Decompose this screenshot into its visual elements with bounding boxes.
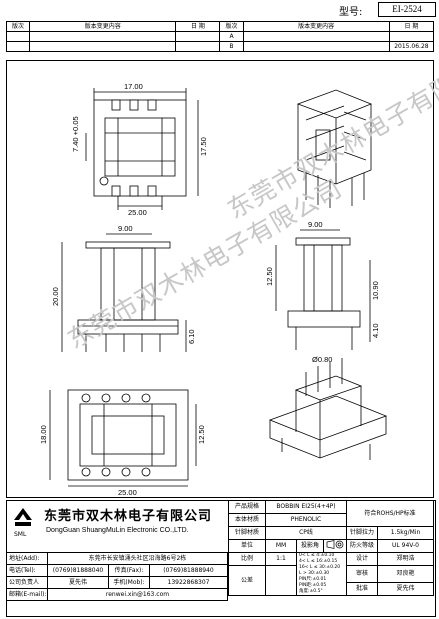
tolerance-label: 公差 [228, 565, 266, 596]
fax-label: 传真(Fax): [108, 564, 150, 577]
spec-table: 产品规格 BOBBIN EI25(4+4P) 符合ROHS/HP标准 本体材质 … [228, 500, 434, 596]
tolerance-block: 0< L ≤ 4:±0.10 4< L ≤ 16:±0.15 16< L ≤ 3… [296, 552, 347, 596]
dim-bottom-left: 18.00 [39, 425, 48, 444]
rev-col-date: 日 期 [175, 21, 221, 32]
pin-material-label: 针脚材质 [228, 526, 266, 540]
tol-line: 4< L ≤ 16:±0.15 [299, 559, 338, 564]
technical-drawing: 17.00 7.40 +0.05 17.50 25.00 9.00 20.00 … [39, 82, 388, 496]
tol-line: 0< L ≤ 4:±0.10 [299, 553, 335, 559]
rev-col-content: 版本变更内容 [242, 21, 390, 32]
dim-side-right: 10.90 [371, 281, 380, 300]
material-label: 本体材质 [228, 513, 266, 527]
dim-bottom-total: 25.00 [118, 488, 137, 496]
product-value: BOBBIN EI25(4+4P) [265, 500, 347, 514]
mobile-label: 手机(Mob): [108, 576, 150, 589]
dim-bottom-width: 25.00 [128, 208, 147, 217]
product-label: 产品规格 [228, 500, 266, 514]
dim-side-pin: Ø0.80 [312, 355, 332, 364]
flame-label: 防火等级 [346, 539, 378, 553]
logo-icon [14, 508, 32, 526]
tel-value: (0769)81888040 [47, 564, 109, 577]
rohs-value: 符合ROHS/HP标准 [346, 500, 434, 527]
check-label: 审核 [346, 565, 378, 583]
rev-col-version: 版次 [5, 21, 31, 32]
iso-view-bottom [268, 358, 388, 460]
material-value: PHENOLIC [265, 513, 347, 527]
front-view [61, 233, 187, 352]
pull-label: 针脚拉力 [346, 526, 378, 540]
design-label: 设计 [346, 552, 378, 566]
pin-tol-line: PIN尺:±0.01 [299, 577, 327, 582]
logo-text: SML [14, 531, 27, 538]
dim-left-height: 7.40 +0.05 [71, 116, 80, 152]
model-label: 型号: [339, 7, 363, 18]
dim-front-pin: 6.10 [187, 329, 196, 344]
rev-col-content: 版本变更内容 [29, 21, 177, 32]
projection-label: 投影角 [296, 539, 324, 553]
address-value: 东莞市长安镇涌头社区沿海路6号2栋 [47, 552, 228, 565]
dim-side-top: 9.00 [308, 220, 323, 229]
contact-table: 地址(Add): 东莞市长安镇涌头社区沿海路6号2栋 电话(Tel): (076… [6, 552, 228, 601]
dim-right-height: 17.50 [199, 137, 208, 156]
approve-value: 夏先伟 [377, 582, 434, 596]
mobile-value: 13922868307 [149, 576, 228, 589]
unit-value: MM [265, 539, 297, 553]
scale-value: 1:1 [265, 552, 297, 566]
pin-material-value: CP线 [265, 526, 347, 540]
bottom-view [49, 389, 197, 487]
fax-value: (0769)81888940 [149, 564, 228, 577]
pin-tol-line: 角度:±0.5° [299, 589, 323, 594]
revision-table: 版次 版本变更内容 日 期 版次 版本变更内容 日 期 A B 2015.06.… [5, 21, 435, 52]
dim-bottom-right: 12.50 [197, 425, 206, 444]
scale-label: 比例 [228, 552, 266, 566]
dim-top-width: 17.00 [124, 82, 143, 91]
top-view [85, 88, 199, 210]
tol-line: L > 30:±0.30 [299, 571, 330, 576]
email-label: 邮箱(E-mail): [6, 588, 48, 601]
check-value: 邓良艳 [377, 565, 434, 583]
pin-tol-line: PIN距:±0.05 [299, 583, 327, 588]
projection-symbol [323, 539, 347, 553]
company-name-en: DongGuan ShuangMuLin Electronic CO.,LTD. [46, 527, 189, 534]
design-value: 郑明浩 [377, 552, 434, 566]
company-logo [10, 506, 36, 532]
flame-value: UL 94V-0 [377, 539, 434, 553]
unit-label: 单位 [228, 539, 266, 553]
rev-col-date: 日 期 [388, 21, 435, 32]
rev-row-date: 2015.06.28 [388, 41, 435, 52]
dim-front-top: 9.00 [118, 224, 133, 233]
approve-label: 批准 [346, 582, 378, 596]
rev-row-version: A [219, 31, 244, 42]
iso-view-top [296, 89, 373, 208]
tel-label: 电话(Tel): [6, 564, 48, 577]
address-label: 地址(Add): [6, 552, 48, 565]
email-value: renwei.xin@163.com [47, 588, 228, 601]
rev-col-version: 版次 [219, 21, 244, 32]
projection-icon [326, 540, 344, 549]
rev-row-version: B [219, 41, 244, 52]
manager-value: 夏先伟 [47, 576, 109, 589]
dim-side-left: 12.50 [265, 267, 274, 286]
company-name-cn: 东莞市双木林电子有限公司 [44, 509, 213, 524]
tol-line: 16< L ≤ 30:±0.20 [299, 565, 341, 570]
pull-value: 1.5kg/Min [377, 526, 434, 540]
drawing-frame [6, 60, 434, 498]
dim-side-bottom: 4.10 [371, 323, 380, 338]
rev-row-date [388, 31, 435, 42]
dim-front-height: 20.00 [51, 287, 60, 306]
model-value: EI-2524 [378, 2, 436, 17]
side-view [275, 229, 371, 350]
manager-label: 公司负责人 [6, 576, 48, 589]
